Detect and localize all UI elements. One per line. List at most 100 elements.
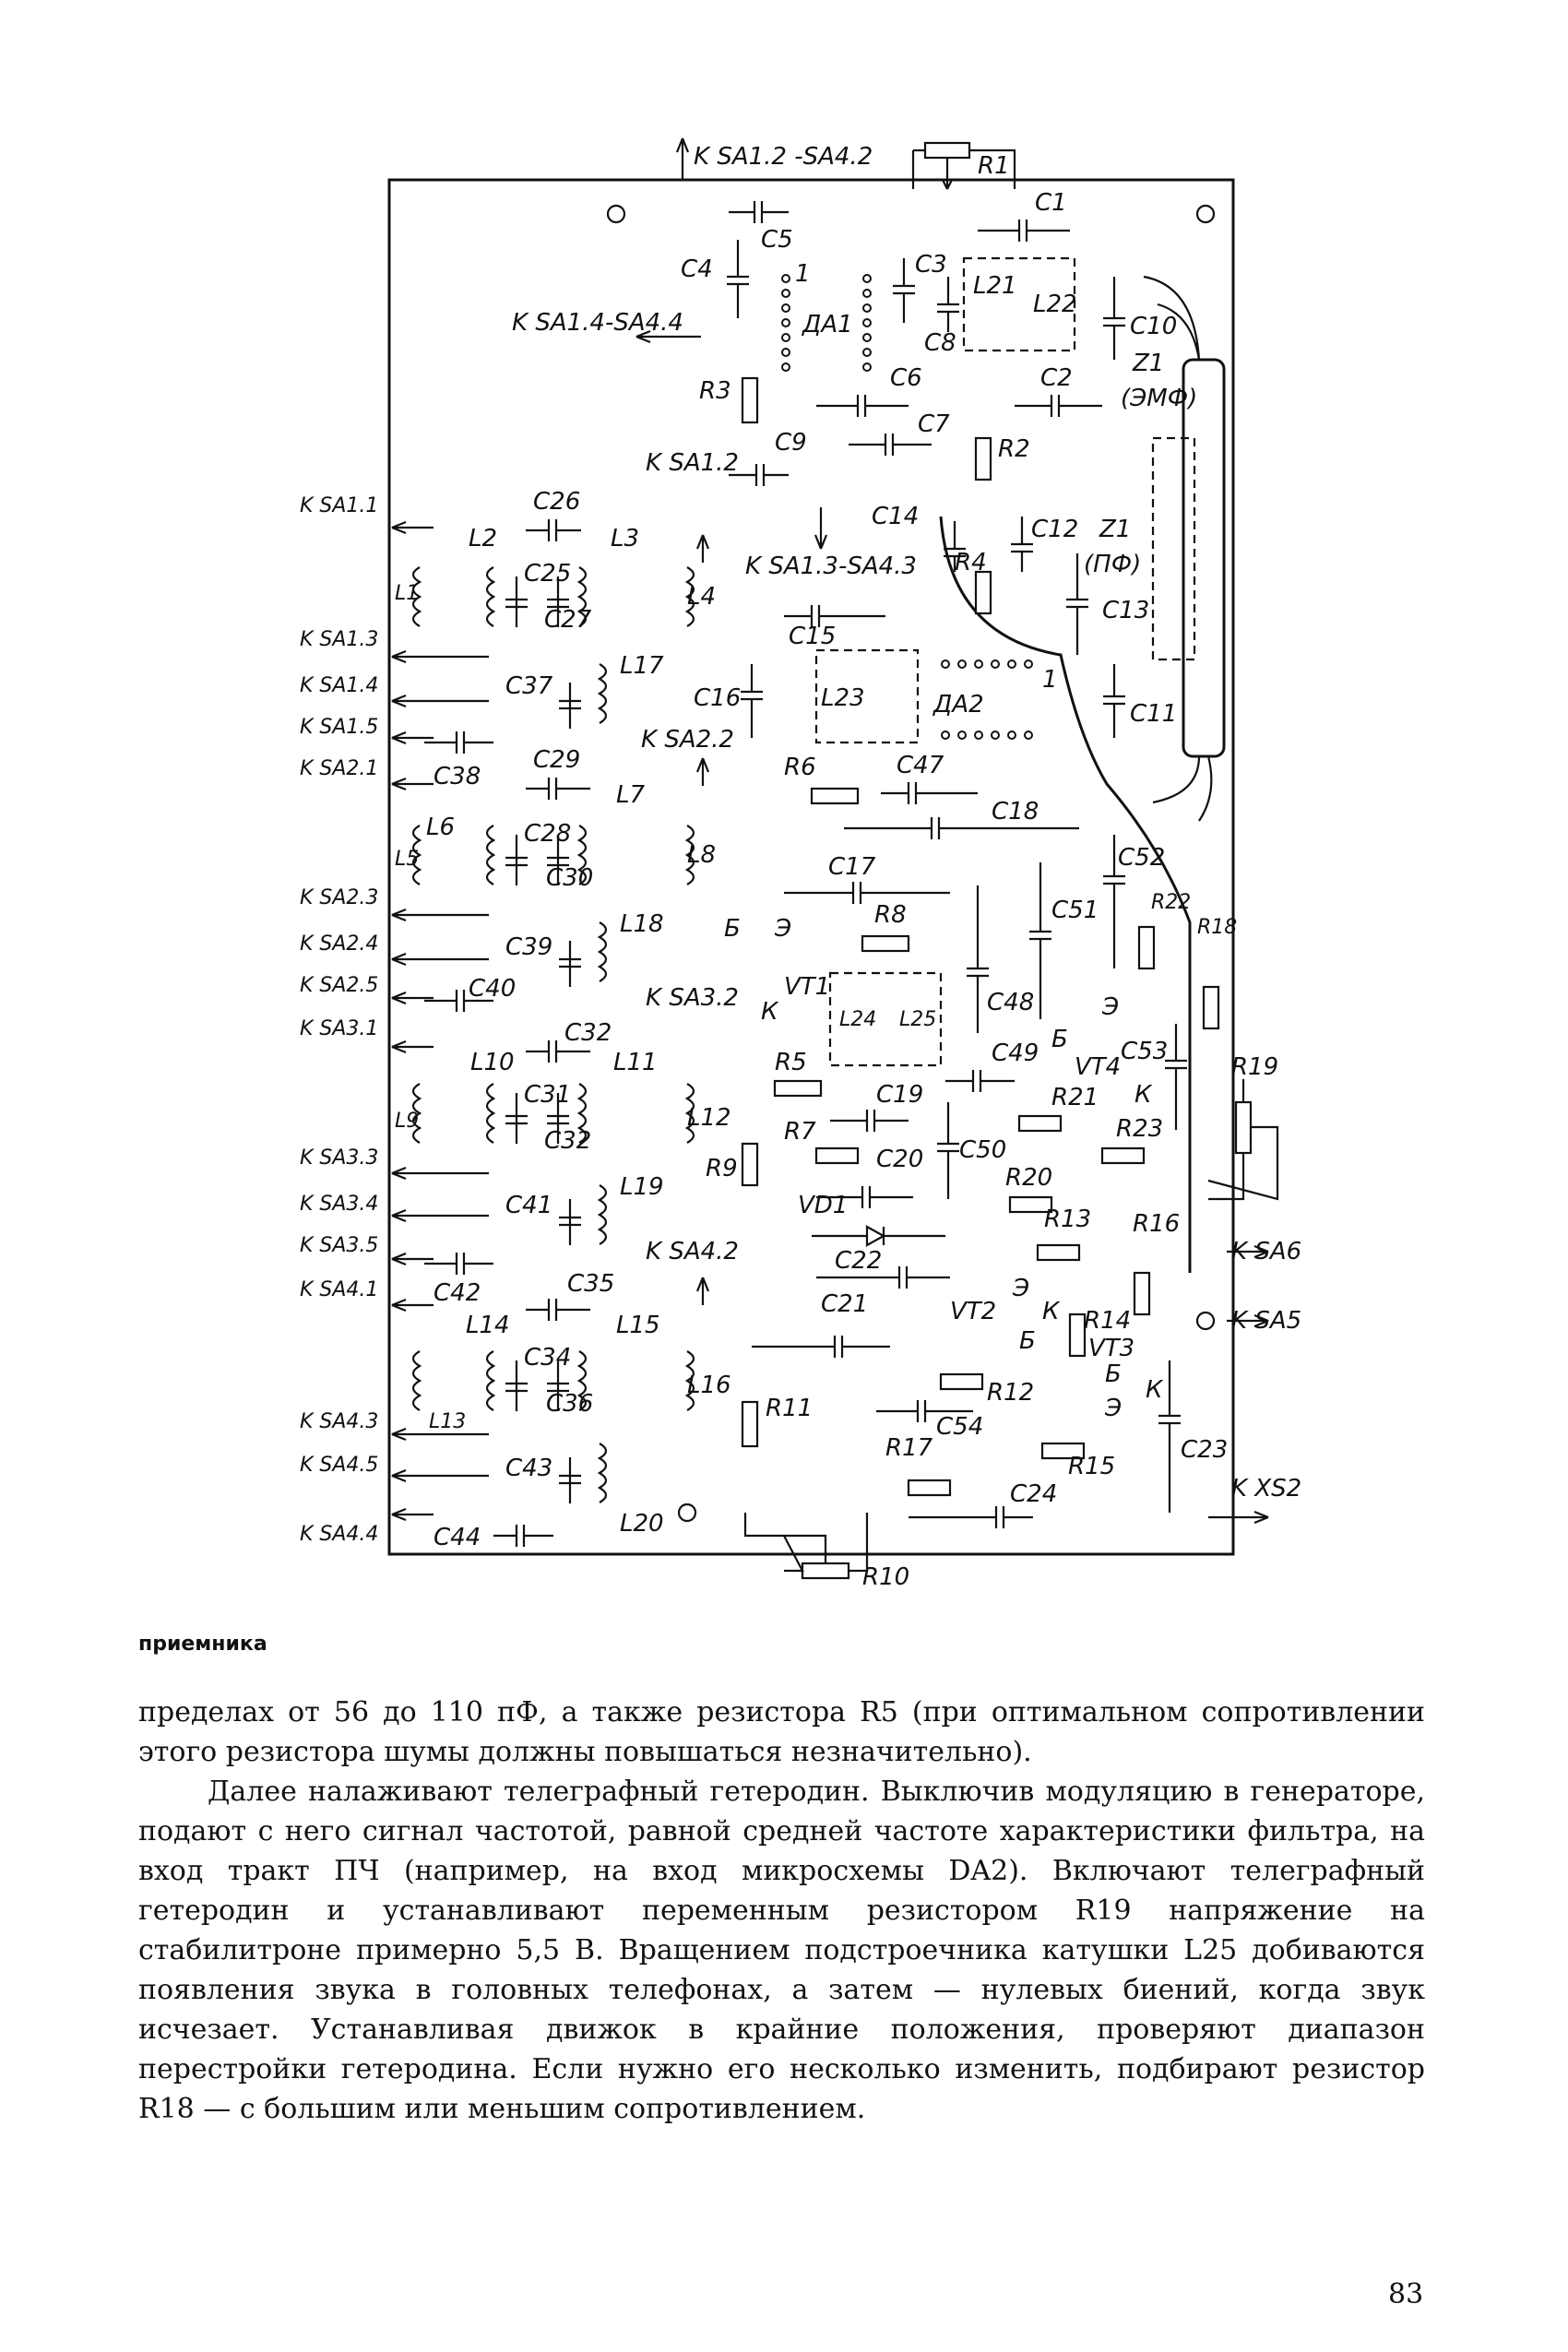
label-r17: R17 xyxy=(885,1434,933,1462)
label-k-sa13: K SA1.3 xyxy=(300,628,378,651)
resistors-vertical xyxy=(741,376,1253,1448)
z1-inner xyxy=(1151,436,1196,661)
band-1-coils xyxy=(411,566,695,627)
label-c18: C18 xyxy=(992,798,1039,826)
paragraph: Далее налаживают телеграфный гетеродин. … xyxy=(138,1776,1425,2125)
vd1-diode xyxy=(812,1225,945,1247)
label-feed-top: K SA1.2 -SA4.2 xyxy=(694,143,873,171)
label-e2: Э xyxy=(1101,993,1119,1021)
label-r12: R12 xyxy=(987,1379,1034,1407)
label-l13: L13 xyxy=(429,1410,466,1433)
board-outline xyxy=(387,178,1235,1556)
body-text: пределах от 56 до 110 пФ, а также резист… xyxy=(138,1693,1425,2129)
label-r19: R19 xyxy=(1231,1053,1278,1081)
label-k-sa31: K SA3.1 xyxy=(300,1017,378,1040)
label-c26: C26 xyxy=(533,488,580,516)
label-c9: C9 xyxy=(775,429,807,457)
label-c51: C51 xyxy=(1051,897,1099,924)
label-r4: R4 xyxy=(955,549,987,576)
label-z1: Z1 xyxy=(1132,350,1164,377)
label-k-sa14: K SA1.4-SA4.4 xyxy=(512,309,683,337)
label-da2-pin: 1 xyxy=(1042,666,1058,694)
label-c25: C25 xyxy=(524,560,571,588)
label-c7: C7 xyxy=(918,410,950,438)
label-da1: ДА1 xyxy=(802,311,853,339)
label-l22: L22 xyxy=(1033,291,1077,318)
label-b4: Б xyxy=(1105,1360,1122,1388)
label-c21: C21 xyxy=(821,1290,868,1318)
r1-leads xyxy=(911,148,1016,190)
label-c14: C14 xyxy=(872,503,919,530)
label-c54: C54 xyxy=(936,1413,983,1441)
label-l2: L2 xyxy=(469,525,497,552)
mounting-hole xyxy=(1195,1311,1216,1331)
label-k-sa22: K SA2.2 xyxy=(641,726,734,754)
middle-labels: C14 K SA1.3-SA4.3 C12 Z1 (ПФ) R4 C13 C15… xyxy=(706,503,1301,1508)
label-k3: К xyxy=(1042,1298,1061,1325)
capacitors-vertical xyxy=(727,240,1187,1513)
label-c52: C52 xyxy=(1118,844,1165,872)
label-c17: C17 xyxy=(828,853,876,881)
label-k: К xyxy=(761,998,779,1026)
label-l3: L3 xyxy=(611,525,639,552)
feed-arrow xyxy=(675,137,690,180)
label-r10: R10 xyxy=(862,1563,909,1591)
label-c28: C28 xyxy=(524,820,571,848)
label-k-sa41: K SA4.1 xyxy=(300,1278,378,1301)
label-l19: L19 xyxy=(620,1173,664,1201)
label-r3: R3 xyxy=(699,377,731,405)
label-c13: C13 xyxy=(1102,597,1149,624)
label-k-sa33: K SA3.3 xyxy=(300,1146,378,1170)
label-c32b: C32 xyxy=(544,1127,591,1155)
l21-l22-shield xyxy=(962,256,1076,352)
label-k-sa5: K SA5 xyxy=(1231,1307,1301,1335)
label-e: Э xyxy=(774,915,791,943)
label-k4: К xyxy=(1146,1376,1164,1404)
l24-l25-shield xyxy=(828,971,943,1067)
label-k-xs2: K XS2 xyxy=(1231,1475,1301,1503)
label-l12: L12 xyxy=(687,1104,731,1132)
label-l14: L14 xyxy=(466,1312,510,1339)
circuit-board-layout: K SA1.2 -SA4.2 R1 C1 C5 C4 1 ДА1 C3 C8 L… xyxy=(300,137,1301,1591)
section-c-labels: L10 C32 L11 L9 C31 C32 L12 K SA3.3 K SA3… xyxy=(300,1019,739,1307)
label-c44: C44 xyxy=(434,1524,481,1551)
z1-leads xyxy=(1143,275,1213,822)
label-r11: R11 xyxy=(766,1395,813,1422)
label-l7: L7 xyxy=(616,781,645,809)
label-c11: C11 xyxy=(1130,700,1177,728)
label-c12: C12 xyxy=(1031,516,1078,543)
label-k-sa11: K SA1.1 xyxy=(300,494,378,517)
r10-leads xyxy=(743,1513,869,1573)
label-l1: L1 xyxy=(395,582,419,605)
label-l11: L11 xyxy=(613,1049,658,1076)
label-c1: C1 xyxy=(1035,189,1067,217)
label-k-sa21: K SA2.1 xyxy=(300,757,378,780)
label-c42: C42 xyxy=(434,1279,481,1307)
label-c38: C38 xyxy=(434,763,481,790)
label-k-sa15: K SA1.5 xyxy=(300,716,378,739)
label-c24: C24 xyxy=(1010,1480,1057,1508)
capacitors xyxy=(424,201,1102,1547)
label-k-sa14b: K SA1.4 xyxy=(300,674,378,697)
label-r9: R9 xyxy=(706,1155,738,1182)
label-l24: L24 xyxy=(839,1008,876,1031)
label-c35: C35 xyxy=(567,1270,614,1298)
label-l21: L21 xyxy=(973,272,1017,300)
label-r21: R21 xyxy=(1051,1084,1099,1111)
label-c31: C31 xyxy=(524,1081,571,1109)
section-a-labels: K SA1.1 C26 L2 L3 L1 C25 C27 L4 K SA1.3 … xyxy=(300,488,716,790)
label-vt4: VT4 xyxy=(1075,1053,1121,1081)
label-b3: Б xyxy=(1019,1327,1036,1355)
label-z1b: Z1 xyxy=(1099,516,1131,543)
label-c22: C22 xyxy=(835,1247,882,1275)
band-2-coils xyxy=(411,825,695,885)
top-labels: K SA1.2 -SA4.2 R1 C1 C5 C4 1 ДА1 C3 C8 L… xyxy=(512,143,1197,477)
label-k-sa43: K SA4.3 xyxy=(300,1410,378,1433)
label-c41: C41 xyxy=(505,1192,552,1219)
da2-chip xyxy=(941,659,1033,740)
label-k-sa25: K SA2.5 xyxy=(300,974,378,997)
label-c5: C5 xyxy=(761,226,793,254)
label-c16: C16 xyxy=(694,684,741,712)
label-c53: C53 xyxy=(1121,1038,1168,1065)
label-r13: R13 xyxy=(1044,1206,1091,1233)
